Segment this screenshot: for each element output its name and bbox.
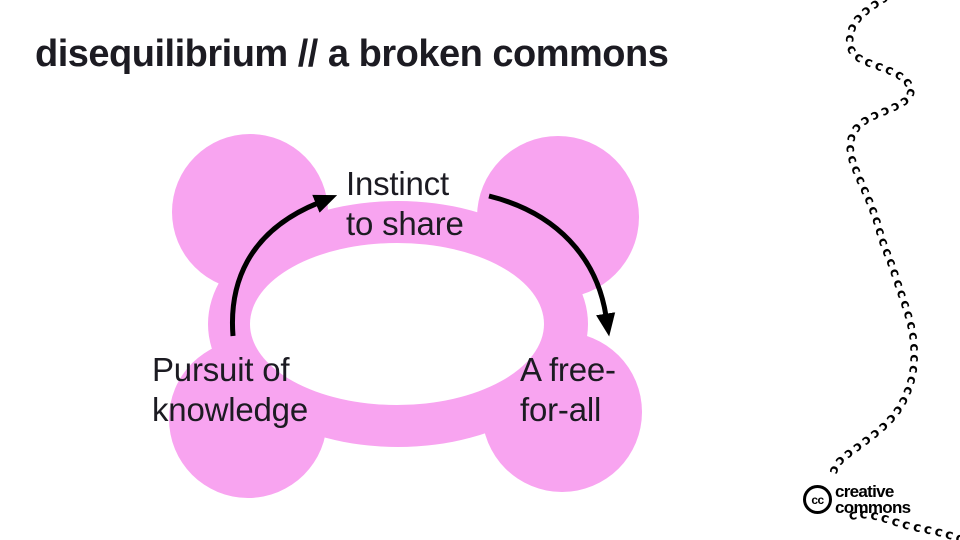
cc-wordmark: creative commons <box>835 482 911 517</box>
arrow-instinct-to-free-for-all <box>488 193 616 337</box>
node-label-line: knowledge <box>152 391 308 428</box>
node-label-line: for-all <box>520 391 602 428</box>
blob-lobe-bottom-right <box>482 332 642 492</box>
creative-commons-logo: cc creative commons <box>803 482 911 517</box>
node-label-line: Instinct <box>346 165 449 202</box>
page-title: disequilibrium // a broken commons <box>35 33 669 75</box>
node-label-line: to share <box>346 205 464 242</box>
blob-lobe-top-left <box>172 134 328 290</box>
node-label-line: Pursuit of <box>152 351 290 388</box>
node-a-free-for-all: A free- for-all <box>520 350 616 430</box>
node-pursuit-of-knowledge: Pursuit of knowledge <box>152 350 308 430</box>
blob-lobe-bottom-left <box>169 340 327 498</box>
cc-wordmark-line: creative <box>835 482 894 501</box>
node-label-line: A free- <box>520 351 616 388</box>
arrow-pursuit-to-instinct <box>229 194 338 337</box>
commons-blob-shape <box>169 134 642 498</box>
cc-wordmark-line: commons <box>835 497 911 517</box>
blob-hole <box>250 243 544 405</box>
node-instinct-to-share: Instinct to share <box>346 164 464 244</box>
blob-lobe-top-right <box>477 136 639 298</box>
cc-badge-icon: cc <box>803 485 832 514</box>
